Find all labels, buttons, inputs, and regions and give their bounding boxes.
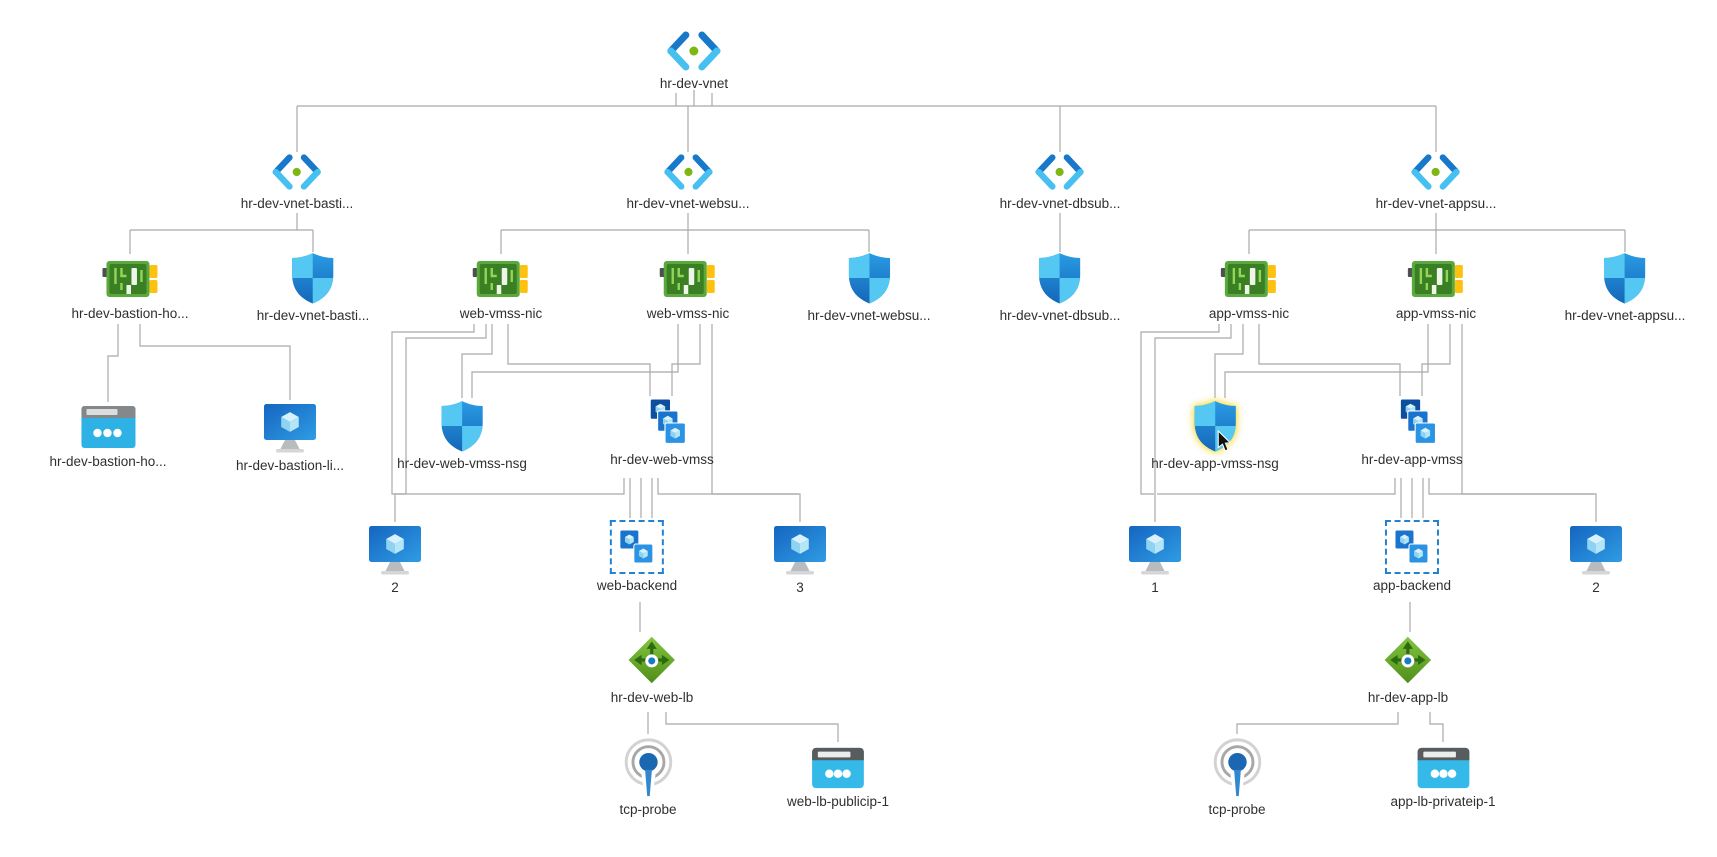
node-nic-web-2[interactable]: web-vmss-nic [646,256,730,322]
load-balancer-icon [1382,634,1434,686]
node-nsg-web-vmss[interactable]: hr-dev-web-vmss-nsg [397,400,527,472]
node-label: hr-dev-app-vmss [1361,452,1463,467]
node-bastion-host[interactable]: hr-dev-bastion-ho... [49,404,167,470]
mouse-cursor-icon [1216,430,1231,458]
node-pip-app[interactable]: app-lb-privateip-1 [1390,744,1496,810]
node-label: tcp-probe [619,802,677,817]
health-probe-icon [1209,736,1265,798]
node-label: hr-dev-web-vmss-nsg [397,456,527,471]
node-label: hr-dev-vnet-websu... [626,196,750,211]
node-label: hr-dev-vnet-dbsub... [999,308,1121,323]
node-label: app-vmss-nic [1208,306,1290,321]
node-label: 2 [391,580,399,595]
node-nic-app-1[interactable]: app-vmss-nic [1209,256,1289,322]
node-subnet-web[interactable]: hr-dev-vnet-websu... [626,152,750,212]
node-label: hr-dev-bastion-ho... [71,306,189,321]
node-nsg-web-subnet[interactable]: hr-dev-vnet-websu... [807,252,931,324]
nic-icon [1220,256,1278,302]
node-nsg-app-vmss[interactable]: hr-dev-app-vmss-nsg [1151,400,1279,472]
public-ip-icon [809,744,867,790]
node-subnet-db[interactable]: hr-dev-vnet-dbsub... [999,152,1121,212]
node-lb-web[interactable]: hr-dev-web-lb [610,634,694,706]
nsg-shield-icon [291,252,335,304]
node-lb-app[interactable]: hr-dev-app-lb [1368,634,1448,706]
load-balancer-icon [626,634,678,686]
vmss-icon [636,398,688,448]
node-label: hr-dev-vnet-dbsub... [999,196,1121,211]
nic-icon [659,256,717,302]
node-nic-web-1[interactable]: web-vmss-nic [459,256,543,322]
node-label: web-vmss-nic [459,306,543,321]
bastion-host-icon [79,404,137,450]
node-vm-web-instance-2[interactable]: 2 [366,524,424,596]
node-subnet-app[interactable]: hr-dev-vnet-appsu... [1375,152,1497,212]
nsg-shield-icon [1603,252,1647,304]
backend-pool-icon [610,520,664,574]
node-vmss-web[interactable]: hr-dev-web-vmss [610,398,714,468]
node-nsg-bastion-subnet[interactable]: hr-dev-vnet-basti... [256,252,370,324]
node-label: app-vmss-nic [1395,306,1477,321]
nsg-shield-icon [440,400,484,452]
node-label: web-vmss-nic [646,306,730,321]
node-nic-bastion[interactable]: hr-dev-bastion-ho... [71,256,189,322]
node-web-backend-pool[interactable]: web-backend [597,520,677,594]
node-label: hr-dev-web-lb [610,690,694,705]
nic-icon [101,256,159,302]
node-label: hr-dev-bastion-li... [235,458,345,473]
node-label: hr-dev-app-lb [1367,690,1449,705]
virtual-machine-icon [261,402,319,454]
node-label: 2 [1592,580,1600,595]
node-probe-app[interactable]: tcp-probe [1208,736,1266,818]
node-vm-app-instance-1[interactable]: 1 [1126,524,1184,596]
nsg-shield-icon [847,252,891,304]
node-subnet-bastion[interactable]: hr-dev-vnet-basti... [240,152,354,212]
virtual-network-icon [662,30,726,72]
vmss-icon [1386,398,1438,448]
node-probe-web[interactable]: tcp-probe [619,736,677,818]
node-label: app-lb-privateip-1 [1390,794,1496,809]
node-nic-app-2[interactable]: app-vmss-nic [1396,256,1476,322]
subnet-icon [268,152,326,192]
node-nsg-db-subnet[interactable]: hr-dev-vnet-dbsub... [999,252,1121,324]
node-label: hr-dev-web-vmss [610,452,714,467]
node-label: hr-dev-vnet-appsu... [1564,308,1686,323]
subnet-icon [1031,152,1089,192]
private-ip-icon [1414,744,1472,790]
virtual-machine-icon [1567,524,1625,576]
node-label: hr-dev-vnet-appsu... [1375,196,1497,211]
node-hr-dev-vnet[interactable]: hr-dev-vnet [660,30,728,92]
node-vm-app-instance-2[interactable]: 2 [1567,524,1625,596]
node-label: tcp-probe [1208,802,1266,817]
nic-icon [472,256,530,302]
node-label: web-backend [596,578,678,593]
node-label: hr-dev-vnet-basti... [240,196,354,211]
node-nsg-app-subnet[interactable]: hr-dev-vnet-appsu... [1564,252,1686,324]
node-label: hr-dev-vnet [659,76,729,91]
node-label: web-lb-publicip-1 [786,794,890,809]
node-pip-web[interactable]: web-lb-publicip-1 [787,744,889,810]
node-label: 1 [1151,580,1159,595]
node-label: app-backend [1372,578,1452,593]
node-label: hr-dev-vnet-websu... [807,308,931,323]
nic-icon [1407,256,1465,302]
virtual-machine-icon [366,524,424,576]
node-vm-web-instance-3[interactable]: 3 [771,524,829,596]
node-bastion-vm[interactable]: hr-dev-bastion-li... [236,402,344,474]
node-label: 3 [796,580,804,595]
backend-pool-icon [1385,520,1439,574]
node-app-backend-pool[interactable]: app-backend [1373,520,1451,594]
subnet-icon [1407,152,1465,192]
subnet-icon [659,152,717,192]
nsg-shield-icon [1038,252,1082,304]
node-vmss-app[interactable]: hr-dev-app-vmss [1361,398,1463,468]
virtual-machine-icon [1126,524,1184,576]
node-label: hr-dev-bastion-ho... [49,454,167,469]
virtual-machine-icon [771,524,829,576]
node-label: hr-dev-vnet-basti... [256,308,370,323]
health-probe-icon [620,736,676,798]
node-label: hr-dev-app-vmss-nsg [1151,456,1279,471]
